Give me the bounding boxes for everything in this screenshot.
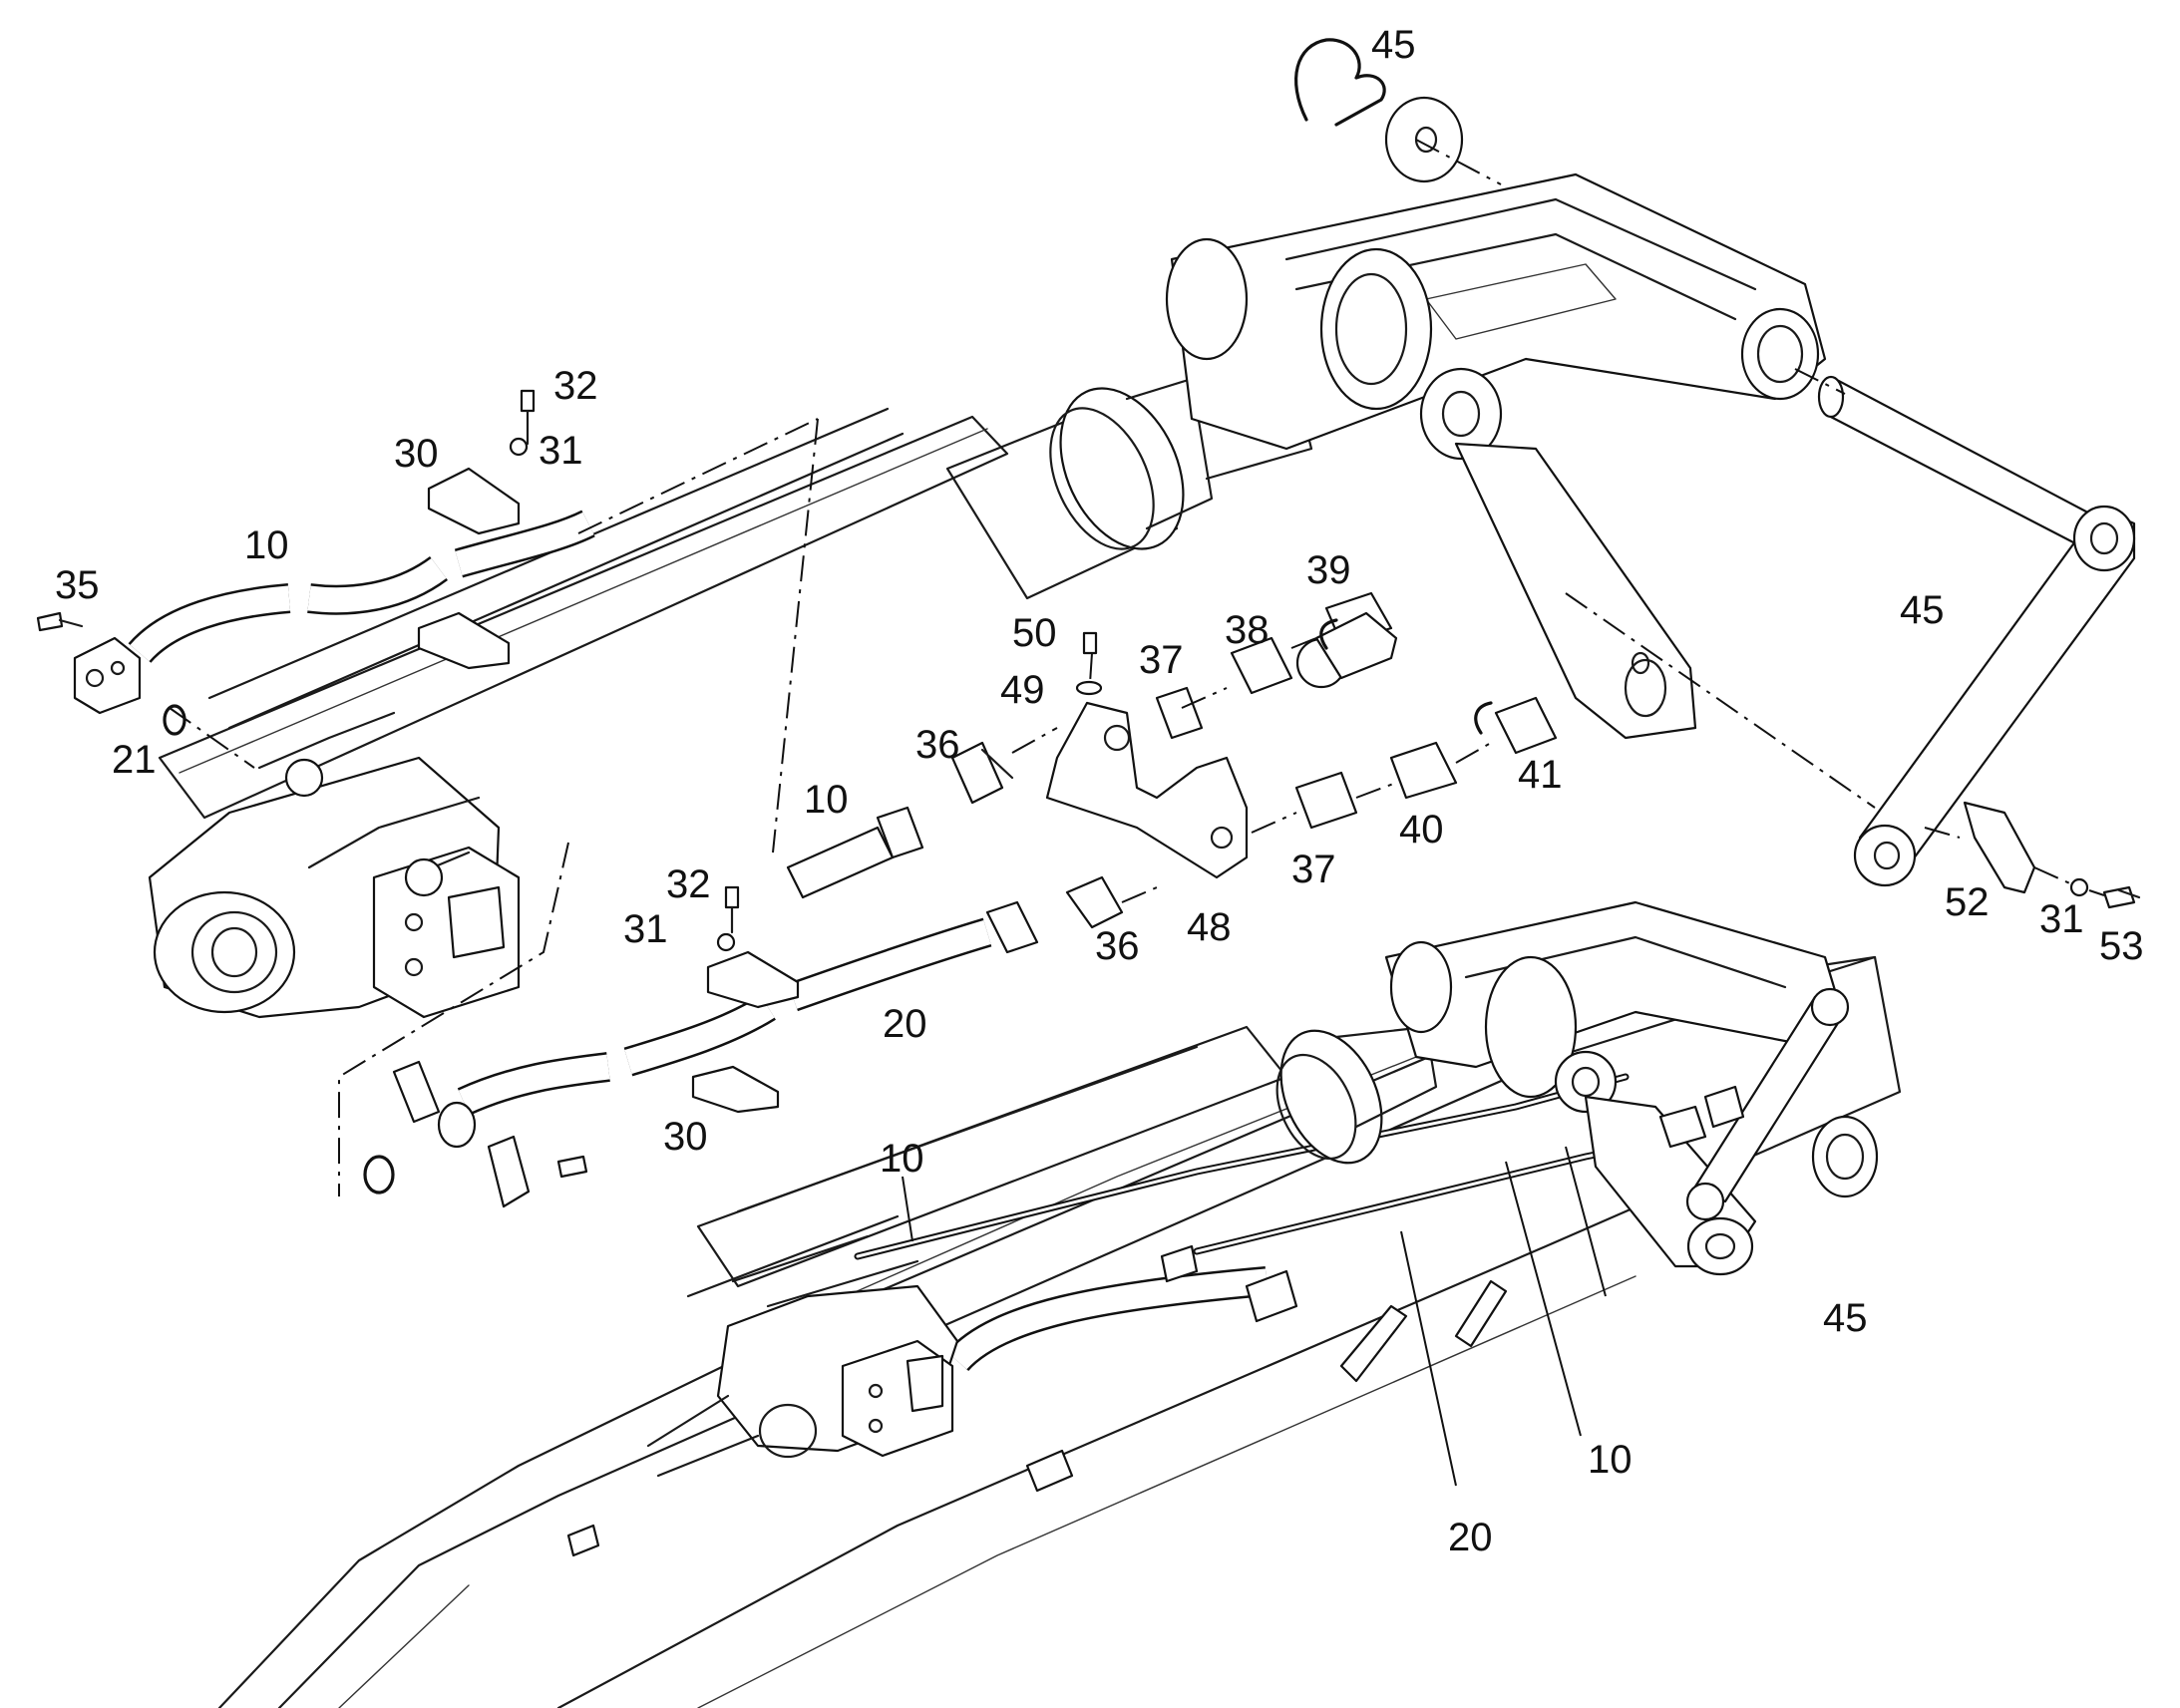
callout-labels: 45 32 30 31 10 35 21 39 50 38 37 49 36 1…	[55, 23, 2144, 1559]
callout-20-lower: 20	[1448, 1516, 1493, 1559]
callout-21: 21	[112, 738, 157, 782]
callout-32-lower: 32	[666, 862, 711, 906]
label-leaders	[902, 1146, 1607, 1487]
callout-45-lower: 45	[1823, 1296, 1868, 1340]
callout-32-upper: 32	[553, 364, 598, 408]
callout-37-lower: 37	[1291, 848, 1336, 891]
callout-31-right: 31	[2039, 897, 2084, 941]
assembly-lines	[169, 139, 2105, 1196]
callout-20-upper: 20	[883, 1002, 927, 1046]
callout-10-lower-left: 10	[880, 1137, 924, 1181]
callout-10-mid: 10	[804, 778, 849, 822]
callout-36-lower: 36	[1095, 924, 1140, 968]
callout-53: 53	[2099, 924, 2144, 968]
callout-30-lower: 30	[663, 1115, 708, 1159]
callout-31-lower: 31	[623, 907, 668, 951]
callout-41: 41	[1518, 753, 1563, 797]
callout-10-upper: 10	[244, 523, 289, 567]
callout-52: 52	[1945, 880, 1990, 924]
callout-45-right: 45	[1900, 588, 1945, 632]
callout-39: 39	[1306, 548, 1351, 592]
callout-48: 48	[1187, 905, 1232, 949]
callout-30-upper: 30	[394, 432, 439, 476]
upper-assembly	[148, 172, 1827, 1019]
callout-36-upper: 36	[915, 723, 960, 767]
callout-40: 40	[1399, 808, 1444, 852]
lower-assembly	[217, 900, 1902, 1708]
exploded-parts	[36, 38, 2141, 1208]
callout-37-upper: 37	[1139, 638, 1184, 682]
callout-31-upper: 31	[539, 429, 583, 473]
callout-38: 38	[1225, 608, 1270, 652]
callout-49: 49	[1000, 668, 1045, 712]
callout-35: 35	[55, 563, 100, 607]
callout-45-top: 45	[1371, 23, 1416, 67]
callout-50: 50	[1012, 611, 1057, 655]
callout-10-lower-right: 10	[1588, 1438, 1633, 1482]
